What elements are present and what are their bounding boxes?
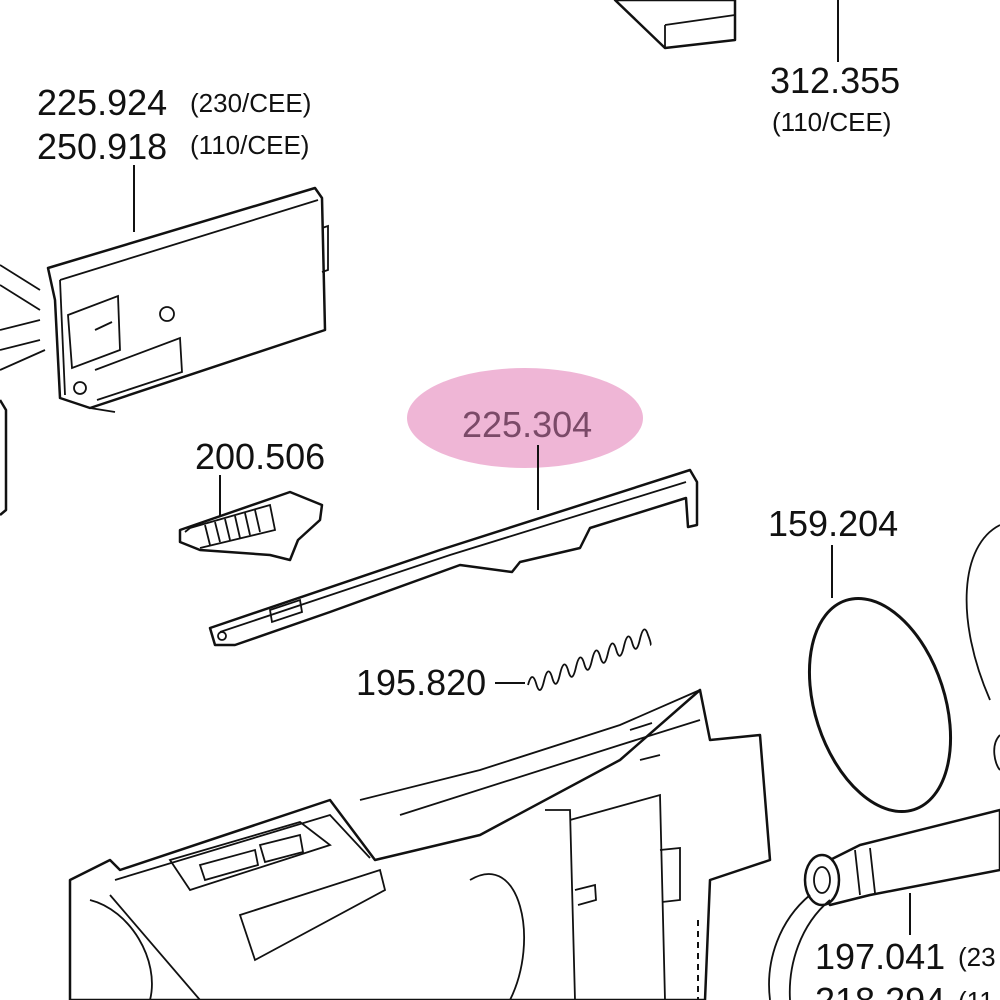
part-159-204-drawing (807, 524, 1000, 814)
part-variant-label: (23 (958, 942, 996, 972)
part-number-label: 250.918 (37, 126, 167, 167)
part-number-label: 225.924 (37, 82, 167, 123)
part-number-label: 218.294 (815, 980, 945, 1000)
part-variant-label: (110/CEE) (190, 130, 309, 160)
motor-housing-drawing (68, 688, 772, 1000)
part-225-304-drawing (208, 468, 699, 647)
part-225-924-drawing (0, 165, 329, 516)
part-number-label: 200.506 (195, 436, 325, 477)
part-number-label: 312.355 (770, 60, 900, 101)
part-200-506-drawing (178, 475, 324, 562)
part-197-041-drawing (768, 808, 1000, 1000)
part-195-820-drawing (495, 628, 652, 691)
part-312-355-drawing (613, 0, 839, 62)
part-number-label: 159.204 (768, 503, 898, 544)
highlighted-part-number-label[interactable]: 225.304 (462, 404, 592, 445)
highlight-ellipse (407, 368, 643, 468)
part-variant-label: (11 (958, 986, 994, 1000)
part-number-label: 197.041 (815, 936, 945, 977)
part-number-label: 195.820 (356, 662, 486, 703)
part-variant-label: (230/CEE) (190, 88, 311, 118)
part-variant-label: (110/CEE) (772, 107, 891, 137)
